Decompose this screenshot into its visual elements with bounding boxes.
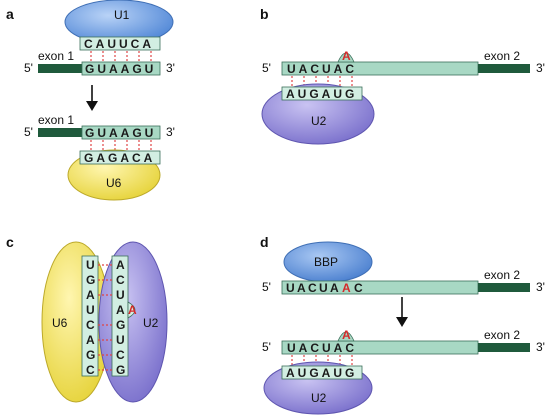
branch-site-seq-d2: UACUAC [287, 341, 357, 355]
intron-strand-a2 [81, 125, 161, 140]
u6-base-pairs [90, 140, 152, 151]
u2-nt-8: G [116, 363, 125, 377]
exon2-label-d1: exon 2 [484, 268, 520, 282]
u2-label-d: U2 [311, 391, 327, 405]
u1-snrnp: U1 CAUUCA [64, 0, 174, 51]
panel-b: b 5' exon 2 3' A UACUAC AUGAUG U2 [260, 6, 545, 145]
d1-nt-5: A [330, 281, 339, 295]
bbp-protein: BBP [283, 241, 373, 283]
d1-nt-6-branch-a: A [342, 281, 351, 295]
u1-label: U1 [114, 8, 130, 22]
u6-nt-2: G [86, 273, 95, 287]
bulge-c [127, 301, 136, 319]
panel-b-letter: b [260, 6, 269, 22]
exon2-bar-b [478, 64, 530, 73]
u6-nt-6: A [86, 333, 95, 347]
d1-nt-7: C [354, 281, 363, 295]
five-prime-d1: 5' [262, 280, 271, 294]
u6-nt-8: C [86, 363, 95, 377]
u1-sequence: CAUUCA [84, 37, 154, 51]
u2-label-b: U2 [311, 114, 327, 128]
u2-sequence-d: AUGAUG [286, 366, 357, 380]
u2-label-c: U2 [143, 316, 159, 330]
panel-d: d BBP 5' exon 2 3' U A C U A A C 5' exon… [260, 234, 545, 415]
u6-label-a: U6 [106, 176, 122, 190]
u2-nt-3: U [116, 288, 125, 302]
branch-a-c: A [128, 303, 137, 317]
intron-strand-a1 [81, 61, 161, 76]
u6-nt-1: U [86, 258, 95, 272]
branch-seq-d1: U A C U A A C [286, 281, 363, 295]
d1-nt-4: U [319, 281, 328, 295]
u1-rna-strand [79, 36, 161, 51]
three-prime-d2: 3' [536, 340, 545, 354]
u6-nt-5: C [86, 318, 95, 332]
exon2-bar-d2 [478, 343, 530, 352]
d1-nt-2: A [297, 281, 306, 295]
u2-rna-strand-b [281, 86, 363, 101]
intron-5ss-seq-top: GUAAGU [85, 62, 156, 76]
branch-a-d2: A [342, 328, 351, 342]
transition-arrow-a [86, 85, 98, 111]
u6-snrnp-a: GAGACA U6 [67, 149, 161, 201]
d1-nt-3: C [308, 281, 317, 295]
panel-a: a U1 CAUUCA exon 1 5' GUAAGU 3' [6, 0, 175, 201]
three-prime-b: 3' [536, 61, 545, 75]
bbp-label: BBP [314, 255, 338, 269]
u2-nt-5: G [116, 318, 125, 332]
intron-5ss-seq-bottom: GUAAGU [85, 126, 156, 140]
branch-a-b: A [342, 49, 351, 63]
u6-seq-c: U G A U C A G C [86, 258, 95, 377]
panel-c: c U6 U2 U G A U C A G C A C U A G U C G … [6, 234, 168, 403]
panel-d-letter: d [260, 234, 269, 250]
five-prime-a1: 5' [24, 61, 33, 75]
u6-label-c: U6 [52, 316, 68, 330]
exon1-bar-top [38, 64, 82, 73]
transition-arrow-d [396, 297, 408, 327]
u2-snrnp-b: AUGAUG U2 [261, 83, 375, 145]
exon1-bar-bottom [38, 128, 82, 137]
u2-nt-4: A [116, 303, 125, 317]
bulge-b [337, 52, 355, 63]
three-prime-d1: 3' [536, 280, 545, 294]
u2-nt-1: A [116, 258, 125, 272]
u6-sequence-a: GAGACA [84, 151, 155, 165]
u6-nt-7: G [86, 348, 95, 362]
u2-nt-2: C [116, 273, 125, 287]
five-prime-d2: 5' [262, 340, 271, 354]
u2-nt-7: C [116, 348, 125, 362]
u2-nt-6: U [116, 333, 125, 347]
bulge-d2 [337, 331, 355, 342]
u6-rna-strand-c [81, 255, 99, 377]
u2-seq-c: A C U A G U C G [116, 258, 125, 377]
exon2-label-b: exon 2 [484, 49, 520, 63]
u6-rna-strand-a [79, 150, 161, 165]
branch-site-seq-b: UACUAC [287, 62, 357, 76]
exon1-label-top: exon 1 [38, 49, 74, 63]
exon2-label-d2: exon 2 [484, 328, 520, 342]
d1-nt-1: U [286, 281, 295, 295]
u2-rna-strand-d [281, 365, 363, 380]
panel-c-letter: c [6, 234, 14, 250]
panel-a-letter: a [6, 6, 14, 22]
exon2-bar-d1 [478, 283, 530, 292]
five-prime-b: 5' [262, 61, 271, 75]
u6-nt-3: A [86, 288, 95, 302]
three-prime-a1: 3' [166, 61, 175, 75]
u2-snrnp-d: AUGAUG U2 [263, 361, 373, 415]
u1-base-pairs [90, 51, 152, 63]
exon1-label-bottom: exon 1 [38, 113, 74, 127]
u6-nt-4: U [86, 303, 95, 317]
u2-sequence-b: AUGAUG [286, 87, 357, 101]
three-prime-a2: 3' [166, 125, 175, 139]
five-prime-a2: 5' [24, 125, 33, 139]
